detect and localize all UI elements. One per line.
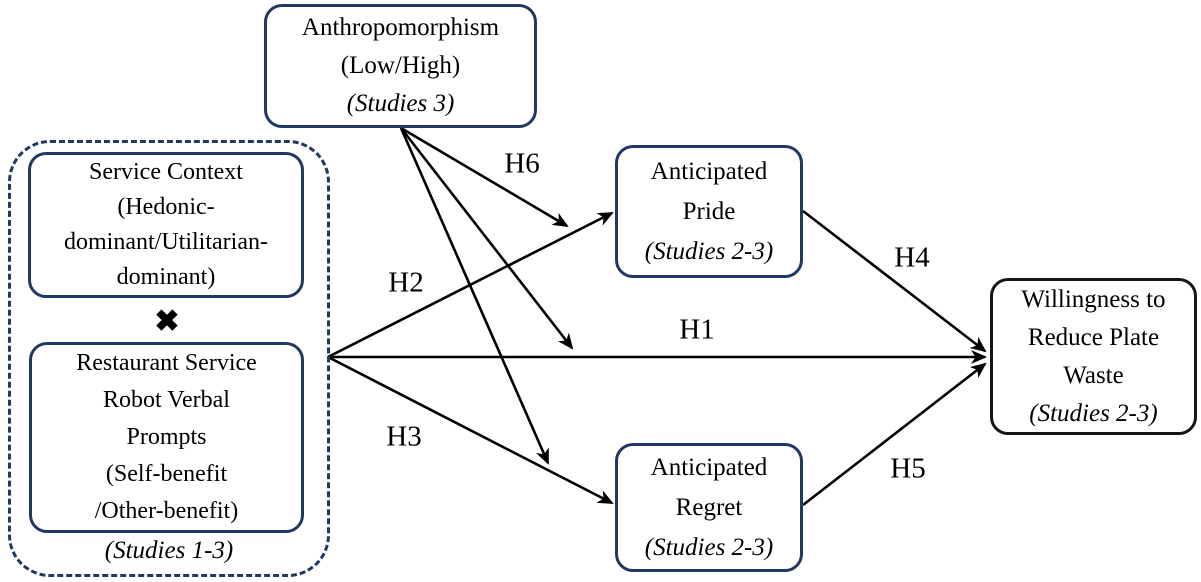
box-text: Reduce Plate xyxy=(1027,323,1160,351)
hypothesis-label-h2: H2 xyxy=(388,266,424,299)
box-text: Willingness to xyxy=(1021,285,1166,313)
anthropomorphism-box: Anthropomorphism (Low/High) (Studies 3) xyxy=(264,4,537,128)
hypothesis-label-h6: H6 xyxy=(504,147,540,180)
studies-note: (Studies 2-3) xyxy=(1029,399,1158,427)
box-text: (Self-benefit xyxy=(105,461,228,487)
arrow-h4-pride-to-willingness xyxy=(802,209,987,353)
interaction-x-icon: ✖ xyxy=(154,305,180,338)
box-text: Anthropomorphism xyxy=(301,14,500,41)
studies-note: (Studies 2-3) xyxy=(644,533,774,561)
box-text: dominant/Utilitarian- xyxy=(64,229,268,255)
iv-group-dashed-container xyxy=(8,140,330,577)
anticipated-regret-box: Anticipated Regret (Studies 2-3) xyxy=(615,443,803,572)
willingness-to-reduce-plate-waste-box: Willingness to Reduce Plate Waste (Studi… xyxy=(990,278,1197,435)
iv-group-studies-note: (Studies 1-3) xyxy=(104,537,234,564)
box-text: Prompts xyxy=(126,424,207,450)
hypothesis-label-h4: H4 xyxy=(894,241,930,274)
arrow-h3-prompts-to-regret xyxy=(327,355,614,505)
arrow-h6-moderation-on-h2 xyxy=(400,126,569,228)
studies-note: (Studies 3) xyxy=(346,90,455,117)
box-text: Pride xyxy=(682,197,736,225)
robot-verbal-prompts-box: Restaurant Service Robot Verbal Prompts … xyxy=(29,342,304,533)
anticipated-pride-box: Anticipated Pride (Studies 2-3) xyxy=(615,145,803,278)
arrow-h6-moderation-on-h1 xyxy=(399,127,574,350)
hypothesis-label-h5: H5 xyxy=(890,452,926,485)
box-text: Anticipated xyxy=(650,157,768,185)
arrow-h6-moderation-on-h3 xyxy=(399,127,550,465)
box-text: dominant) xyxy=(116,264,216,290)
hypothesis-label-h3: H3 xyxy=(386,420,422,453)
box-text: Regret xyxy=(675,493,743,521)
box-text: Restaurant Service xyxy=(76,350,257,376)
box-text: Anticipated xyxy=(650,453,768,481)
box-text: (Low/High) xyxy=(340,52,461,79)
studies-note: (Studies 2-3) xyxy=(644,237,774,265)
box-text: Waste xyxy=(1063,361,1124,389)
box-text: /Other-benefit) xyxy=(94,498,239,524)
box-text: (Hedonic- xyxy=(117,194,215,220)
box-text: Service Context xyxy=(89,159,243,185)
arrow-h5-regret-to-willingness xyxy=(802,362,987,507)
service-context-box: Service Context (Hedonic- dominant/Utili… xyxy=(28,152,304,298)
hypothesis-label-h1: H1 xyxy=(679,313,715,346)
box-text: Robot Verbal xyxy=(103,387,230,413)
